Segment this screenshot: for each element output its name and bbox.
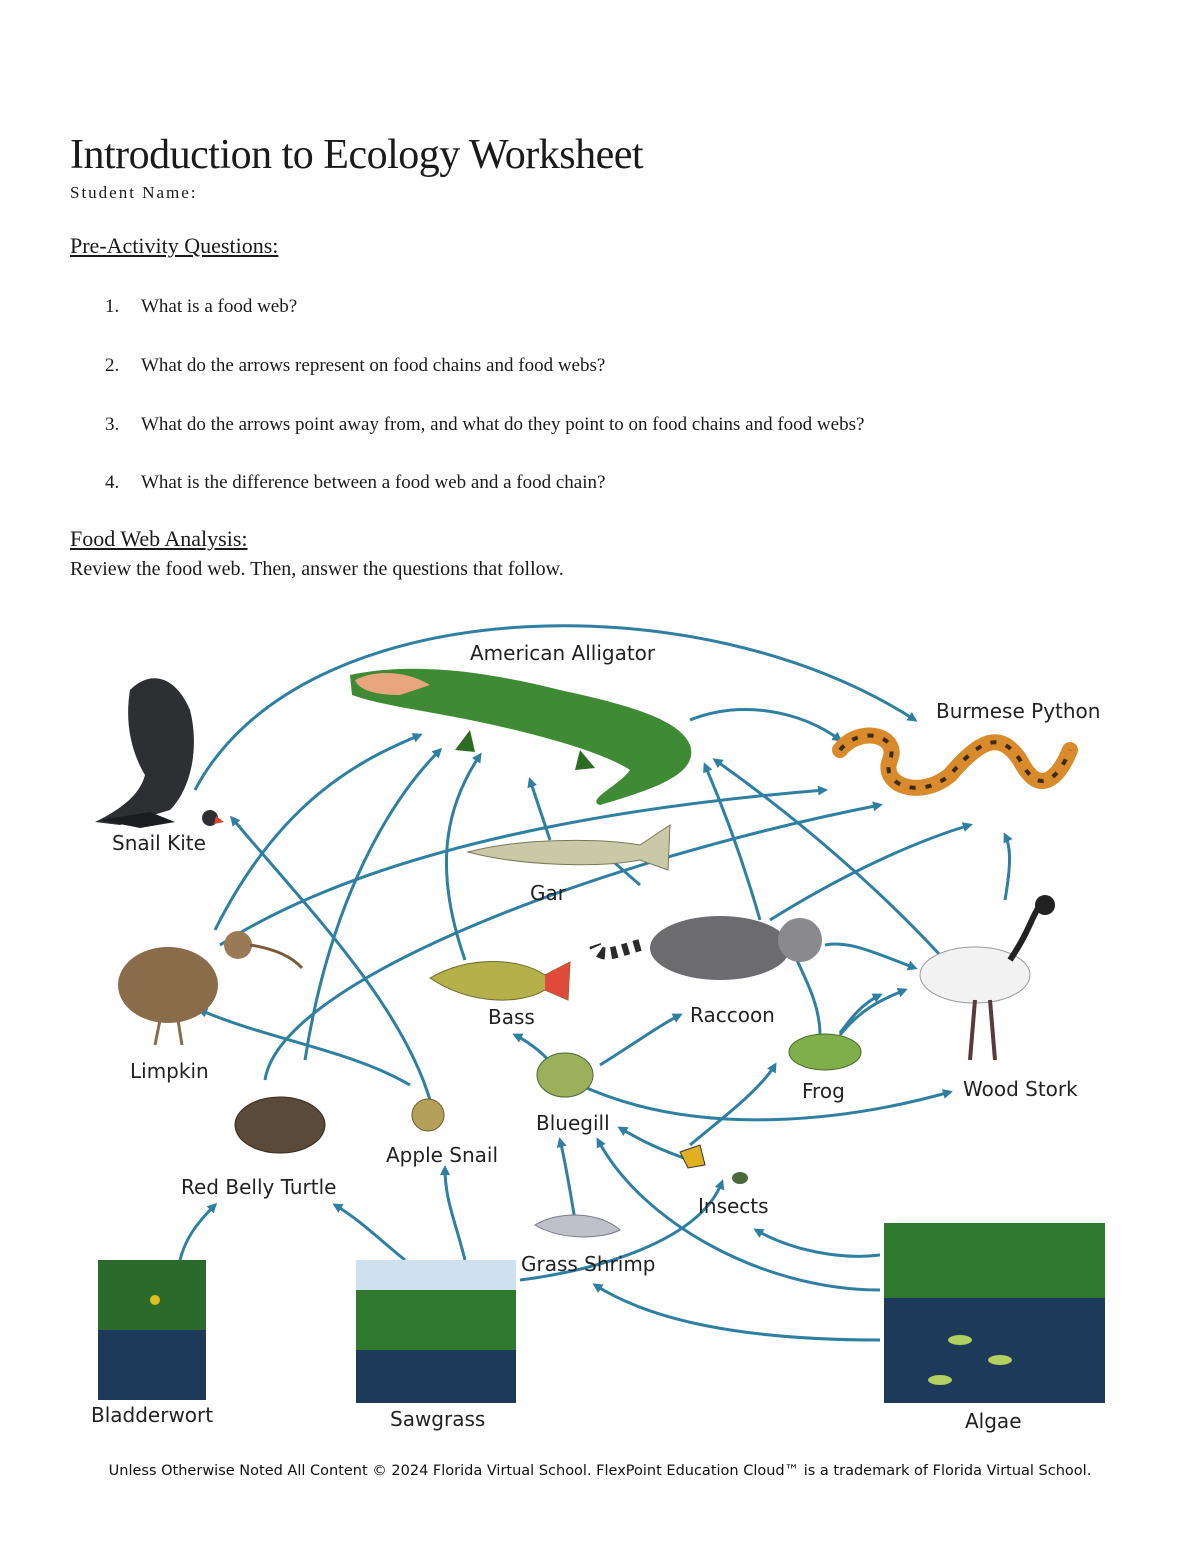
arrow <box>197 1008 411 1087</box>
arrow <box>445 752 482 961</box>
organism-label-bladderwort: Bladderwort <box>91 1403 213 1427</box>
grass-shrimp-icon <box>534 1214 621 1238</box>
food-web-heading: Food Web Analysis: <box>70 526 248 551</box>
feeding-arrows <box>178 624 1013 1342</box>
arrow <box>263 801 883 1081</box>
organism-label-raccoon: Raccoon <box>690 1003 775 1027</box>
question-number: 3. <box>105 414 120 435</box>
algae-icon <box>884 1223 1105 1403</box>
snail-kite-icon <box>95 678 224 828</box>
organism-label-gar: Gar <box>530 881 567 905</box>
red-belly-turtle-icon <box>234 1096 326 1154</box>
arrow <box>838 987 908 1036</box>
arrow <box>512 1033 552 1063</box>
question-item: 4. What is the difference between a food … <box>105 472 605 494</box>
pre-activity-heading: Pre-Activity Questions: <box>70 233 279 258</box>
arrow <box>599 1013 683 1067</box>
organism-label-grass-shrimp: Grass Shrimp <box>521 1252 656 1276</box>
arrow <box>230 815 432 1101</box>
student-name-label: Student Name: <box>70 183 198 202</box>
organism-label-algae: Algae <box>965 1409 1022 1433</box>
arrow <box>838 993 883 1034</box>
arrow <box>332 1203 406 1262</box>
arrow <box>689 1062 777 1147</box>
worksheet-title: Introduction to Ecology Worksheet <box>70 132 644 178</box>
bladderwort-icon <box>98 1260 206 1400</box>
arrow <box>579 1083 953 1122</box>
alligator-icon <box>350 668 692 805</box>
python-icon <box>832 727 1078 796</box>
arrow <box>712 758 942 957</box>
organism-label-alligator: American Alligator <box>470 641 656 665</box>
question-number: 2. <box>105 355 120 376</box>
organism-label-limpkin: Limpkin <box>130 1059 209 1083</box>
arrow <box>596 1137 881 1292</box>
organism-label-bass: Bass <box>488 1005 535 1029</box>
arrow <box>689 708 843 742</box>
arrow <box>527 777 552 841</box>
copyright-footer: Unless Otherwise Noted All Content © 202… <box>108 1463 1092 1479</box>
organism-label-frog: Frog <box>802 1079 845 1103</box>
question-item: 2. What do the arrows represent on food c… <box>105 355 605 377</box>
food-web-instructions: Review the food web. Then, answer the qu… <box>70 558 564 580</box>
arrow <box>178 1202 218 1261</box>
arrow <box>703 762 762 921</box>
arrow <box>440 1165 467 1261</box>
organism-label-snail-kite: Snail Kite <box>112 831 206 855</box>
organism-label-red-belly-turtle: Red Belly Turtle <box>181 1175 336 1199</box>
question-item: 3. What do the arrows point away from, an… <box>105 414 864 436</box>
question-text: What do the arrows point away from, and … <box>141 414 865 435</box>
raccoon-icon <box>589 916 822 980</box>
organism-label-sawgrass: Sawgrass <box>390 1407 485 1431</box>
limpkin-icon <box>118 931 304 1046</box>
wood-stork-icon <box>919 895 1055 1061</box>
question-text: What is the difference between a food we… <box>141 472 606 493</box>
question-text: What is a food web? <box>141 296 298 317</box>
arrow <box>213 733 423 931</box>
question-text: What do the arrows represent on food cha… <box>141 355 606 376</box>
arrow <box>303 747 443 1061</box>
arrow <box>1003 832 1013 901</box>
arrow <box>824 942 918 971</box>
organism-label-bluegill: Bluegill <box>536 1111 610 1135</box>
organism-label-wood-stork: Wood Stork <box>963 1077 1078 1101</box>
organism-label-python: Burmese Python <box>936 699 1100 723</box>
arrow <box>592 1283 881 1342</box>
question-item: 1. What is a food web? <box>105 296 297 318</box>
bluegill-icon <box>536 1052 594 1098</box>
organism-label-insects: Insects <box>698 1194 769 1218</box>
arrow <box>617 1126 691 1162</box>
arrow <box>753 1228 881 1258</box>
food-web-diagram: Snail Kite American Alligator Burmese Py… <box>91 624 1105 1433</box>
sawgrass-icon <box>356 1260 516 1403</box>
question-number: 4. <box>105 472 120 493</box>
question-number: 1. <box>105 296 120 317</box>
arrow <box>519 1179 725 1282</box>
organism-label-apple-snail: Apple Snail <box>386 1143 498 1167</box>
frog-icon <box>788 1033 862 1071</box>
arrow <box>556 1137 577 1221</box>
gar-icon <box>466 824 671 871</box>
insects-icon <box>679 1144 748 1184</box>
arrow <box>193 624 918 791</box>
apple-snail-icon <box>411 1098 445 1132</box>
bass-icon <box>429 961 571 1001</box>
arrow <box>769 822 973 922</box>
